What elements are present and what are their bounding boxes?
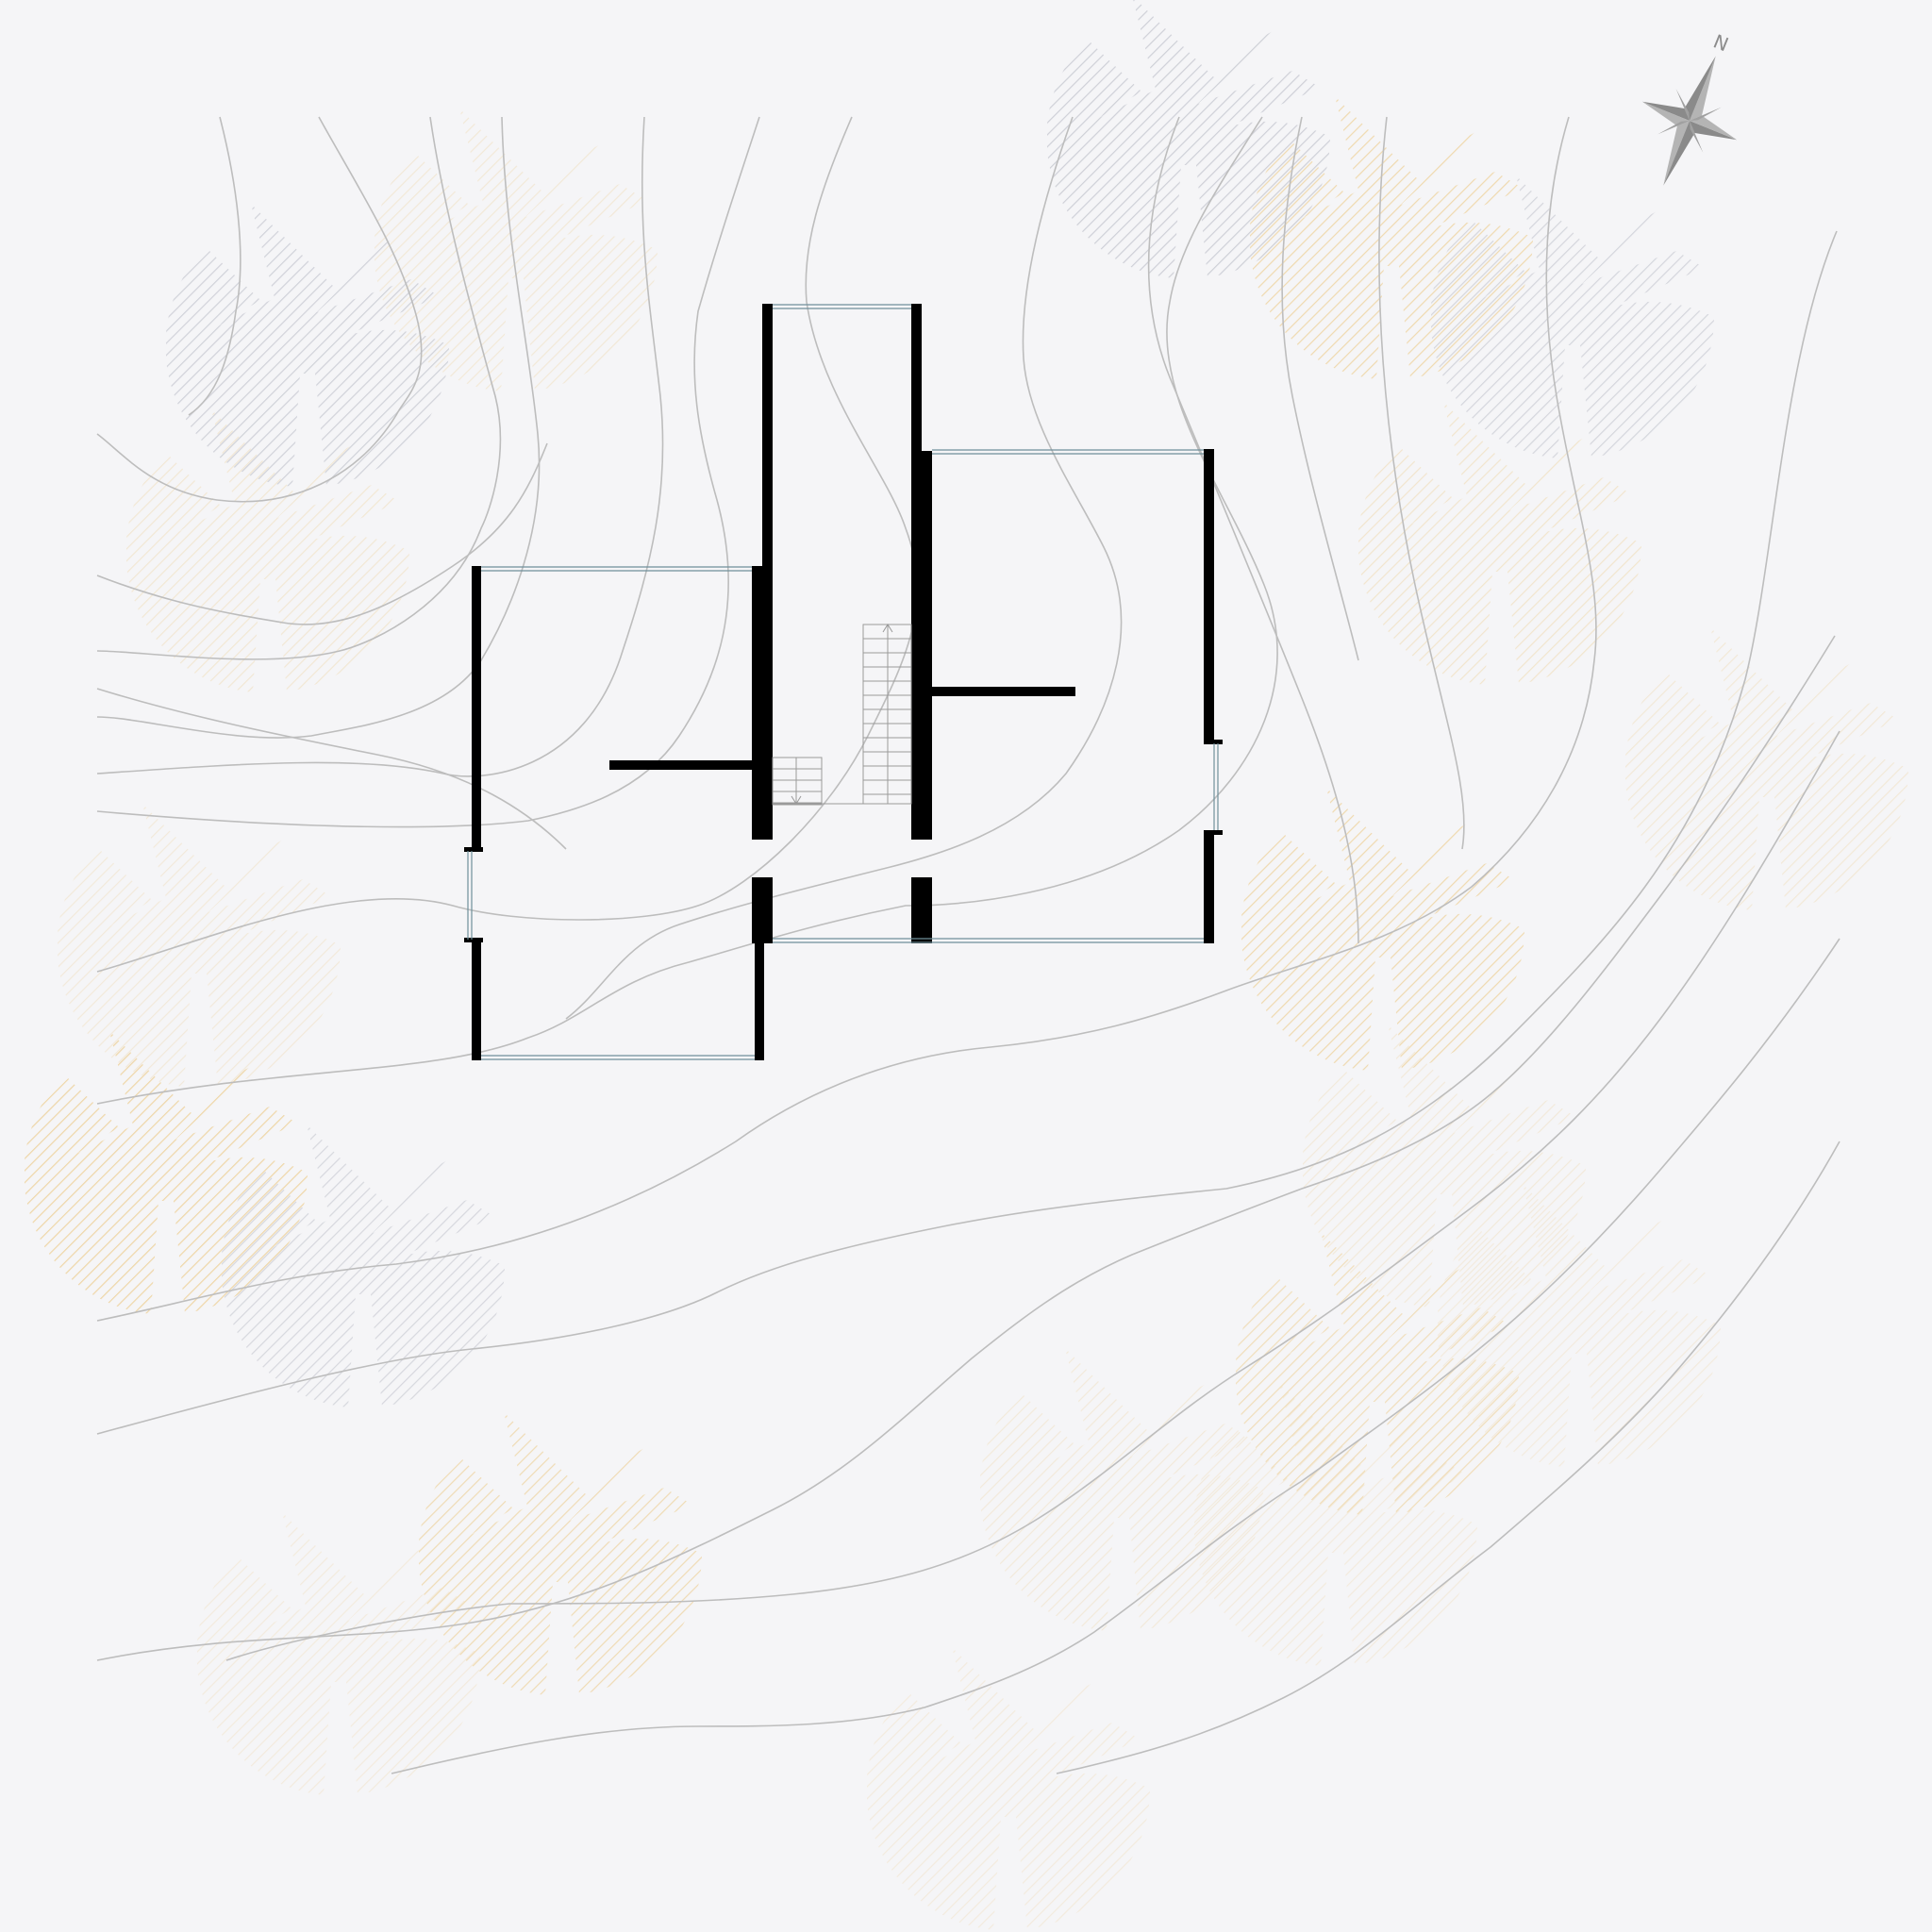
stair xyxy=(772,624,912,806)
wall xyxy=(752,877,773,943)
contour-line xyxy=(96,116,1278,1105)
tree-group xyxy=(25,0,1908,1930)
stair-arrow-head xyxy=(882,624,893,633)
contour-line xyxy=(391,938,1840,1774)
wall xyxy=(1204,830,1223,835)
contour-line xyxy=(565,116,1123,1020)
tree-canopy-icon xyxy=(58,804,341,1087)
contour-line xyxy=(96,230,1838,1435)
contour-line xyxy=(96,116,760,828)
floor-plan xyxy=(464,304,1223,1060)
contour-lines xyxy=(96,116,1840,1774)
wall xyxy=(464,938,483,942)
contour-line xyxy=(1056,1141,1840,1774)
contour-line xyxy=(225,730,1840,1661)
wall xyxy=(1204,830,1214,943)
wall xyxy=(1204,740,1223,744)
contour-line xyxy=(1378,116,1465,850)
contour-line xyxy=(96,116,1597,1322)
wall xyxy=(911,877,932,943)
contour-line xyxy=(96,442,548,625)
wall xyxy=(911,451,932,840)
contour-line xyxy=(96,688,567,850)
stair-arrow-head xyxy=(791,795,802,805)
contour-line xyxy=(188,116,242,416)
wall xyxy=(755,943,764,1060)
contour-line xyxy=(96,116,502,660)
contour-line xyxy=(96,116,664,777)
contour-line xyxy=(96,116,918,973)
wall xyxy=(930,687,1075,696)
wall xyxy=(762,304,773,577)
tree-canopy-icon xyxy=(1241,788,1524,1071)
stair-landing xyxy=(772,757,823,806)
wall xyxy=(1204,449,1214,743)
contour-line xyxy=(1147,116,1359,944)
tree-canopy-icon xyxy=(1625,627,1908,910)
contour-line xyxy=(1281,116,1359,661)
wall xyxy=(464,847,483,852)
compass-rose-icon: N xyxy=(1641,30,1738,186)
wall xyxy=(911,304,922,453)
wall xyxy=(472,566,481,851)
north-label: N xyxy=(1710,30,1732,57)
tree-canopy-icon xyxy=(867,1647,1150,1930)
wall xyxy=(609,760,755,770)
tree-canopy-icon xyxy=(1431,175,1714,458)
wall xyxy=(752,566,773,840)
contour-line xyxy=(96,116,541,739)
contour-line xyxy=(96,635,1836,1661)
contour-line xyxy=(96,116,423,503)
wall xyxy=(472,940,481,1060)
